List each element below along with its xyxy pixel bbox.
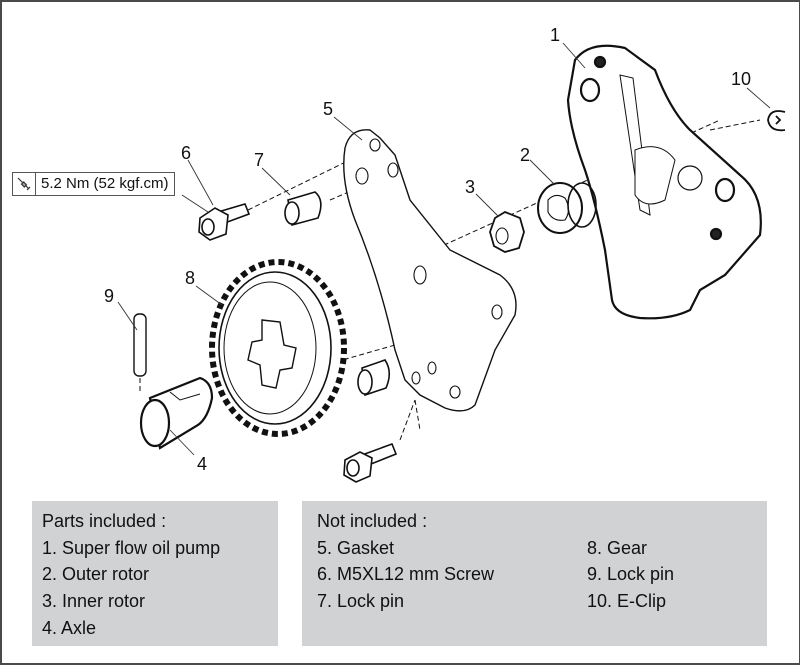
part-6-screw [198,203,251,241]
part-1-oil-pump-housing [566,44,762,320]
gasket-holes [355,138,503,399]
part-7-lock-pin [284,191,322,227]
not-included-item: 9. Lock pin [587,564,675,584]
not-included-panel: Not included : 5. Gasket 6. M5XL12 mm Sc… [302,501,767,646]
parts-included-item: 1. Super flow oil pump [42,538,221,558]
not-included-item: 7. Lock pin [317,591,405,611]
callout-2: 2 [520,145,531,165]
part-3-inner-rotor [489,210,525,253]
part-10-e-clip [767,110,786,132]
callout-7: 7 [254,150,265,170]
part-9-lock-pin [133,313,147,377]
part-7-lock-pin-lower [357,359,391,397]
part-8-gear [209,259,347,437]
torque-spec-text: 5.2 Nm (52 kgf.cm) [41,175,169,192]
callout-9: 9 [104,286,115,306]
part-2-outer-rotor [537,182,597,234]
callout-5: 5 [323,99,334,119]
not-included-heading: Not included : [317,511,428,531]
not-included-item: 6. M5XL12 mm Screw [317,564,495,584]
not-included-item: 5. Gasket [317,538,395,558]
callout-4: 4 [197,454,208,474]
exploded-view-drawing [117,42,786,483]
callout-1: 1 [550,25,561,45]
parts-included-item: 2. Outer rotor [42,564,150,584]
callout-8: 8 [185,268,196,288]
part-6-screw-lower [343,442,398,483]
torque-wrench-icon [13,173,36,195]
part-4-axle [139,376,214,450]
parts-included-item: 3. Inner rotor [42,591,146,611]
parts-included-panel: Parts included : 1. Super flow oil pump … [32,501,278,646]
not-included-item: 8. Gear [587,538,648,558]
torque-spec-label: 5.2 Nm (52 kgf.cm) [12,172,175,196]
not-included-item: 10. E-Clip [587,591,667,611]
callout-10: 10 [731,69,752,89]
leader-lines [117,42,771,456]
parts-included-heading: Parts included : [42,511,167,531]
callout-6: 6 [181,143,192,163]
callout-3: 3 [465,177,476,197]
parts-included-item: 4. Axle [42,618,97,638]
part-5-gasket [343,129,517,412]
